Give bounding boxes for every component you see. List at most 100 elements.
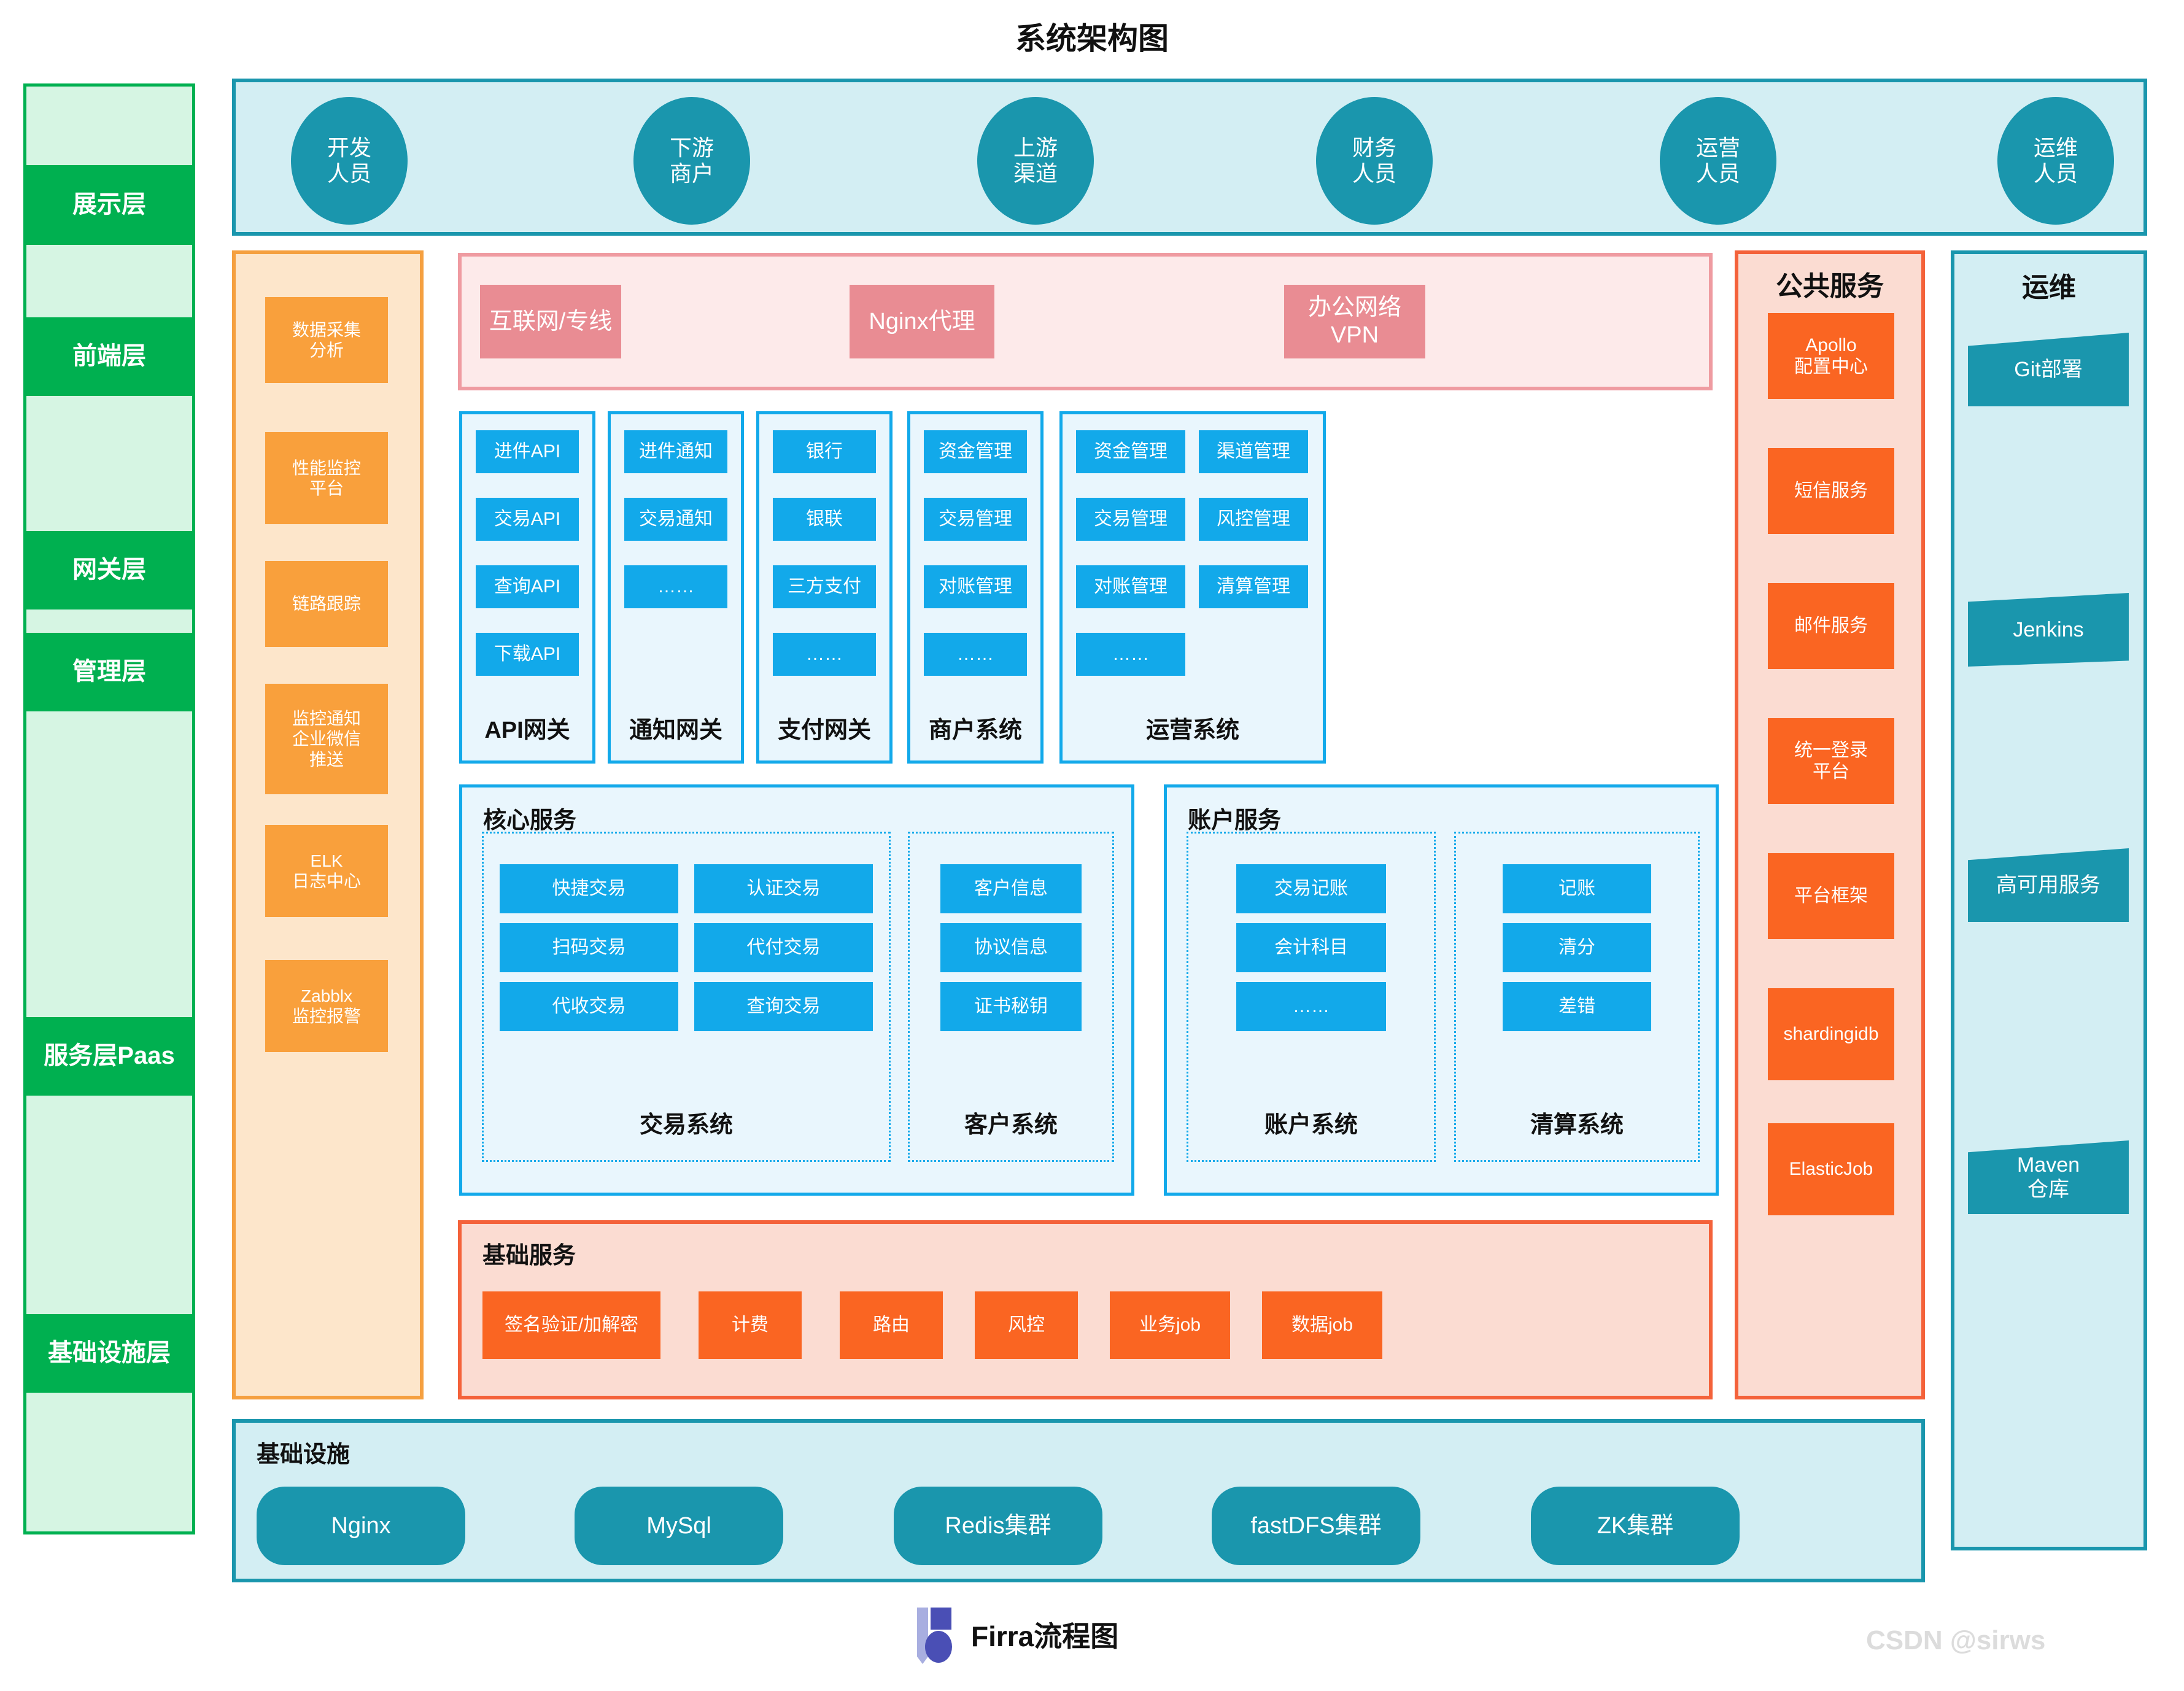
actor-4[interactable]: 财务人员 — [1316, 97, 1433, 225]
service-item[interactable]: 客户信息 — [940, 864, 1082, 913]
gateway-name: API网关 — [484, 718, 570, 744]
page-title: 系统架构图 — [1015, 21, 1169, 56]
public-service-box[interactable]: 短信服务 — [1768, 448, 1894, 534]
devops-item[interactable]: Git部署 — [1968, 333, 2129, 406]
gateway-name: 支付网关 — [777, 718, 871, 744]
presentation-layer-band: 开发人员 下游商户 上游渠道 财务人员 运营人员 运维人员 — [232, 79, 2147, 236]
layer-gap-6 — [26, 1096, 192, 1314]
monitoring-box-1[interactable]: 数据采集分析 — [265, 297, 388, 383]
service-item[interactable]: 扫码交易 — [500, 923, 678, 972]
service-group-清算系统: 记账清分差错清算系统 — [1454, 832, 1700, 1162]
gateway-item[interactable]: 银联 — [773, 498, 876, 541]
service-item[interactable]: 交易记账 — [1236, 864, 1386, 913]
gateway-item[interactable]: 银行 — [773, 430, 876, 473]
public-service-box[interactable]: 统一登录平台 — [1768, 718, 1894, 804]
gateway-name: 通知网关 — [629, 718, 722, 744]
gateway-item[interactable]: 进件API — [476, 430, 579, 473]
service-item[interactable]: 代收交易 — [500, 982, 678, 1031]
service-group-name: 交易系统 — [639, 1112, 733, 1139]
basic-service-item[interactable]: 风控 — [975, 1291, 1078, 1359]
monitoring-box-2[interactable]: 性能监控平台 — [265, 432, 388, 524]
service-group-name: 清算系统 — [1530, 1112, 1624, 1139]
service-item[interactable]: 查询交易 — [694, 982, 873, 1031]
service-group-账户系统: 交易记账会计科目 …… 账户系统 — [1187, 832, 1436, 1162]
actor-1[interactable]: 开发人员 — [291, 97, 408, 225]
actor-6[interactable]: 运维人员 — [1997, 97, 2114, 225]
basic-service-item[interactable]: 计费 — [699, 1291, 802, 1359]
monitoring-box-3[interactable]: 链路跟踪 — [265, 561, 388, 647]
public-service-box[interactable]: ElasticJob — [1768, 1123, 1894, 1215]
basic-services-title: 基础服务 — [482, 1243, 576, 1269]
basic-services-panel: 基础服务 签名验证/加解密计费路由风控业务job 数据job — [458, 1220, 1713, 1399]
infrastructure-pill[interactable]: fastDFS集群 — [1212, 1487, 1420, 1565]
gateway-item[interactable]: 风控管理 — [1199, 498, 1308, 541]
layer-band-6: 基础设施层 — [26, 1314, 192, 1393]
service-item[interactable]: 快捷交易 — [500, 864, 678, 913]
gateway-item[interactable]: 对账管理 — [1076, 565, 1185, 608]
gateway-item[interactable]: 下载API — [476, 633, 579, 676]
service-item[interactable]: 会计科目 — [1236, 923, 1386, 972]
public-services-title: 公共服务 — [1776, 271, 1884, 301]
layer-band-2: 前端层 — [26, 317, 192, 396]
actor-3[interactable]: 上游渠道 — [977, 97, 1094, 225]
account-services-card-title: 账户服务 — [1188, 808, 1282, 834]
service-item[interactable]: 代付交易 — [694, 923, 873, 972]
service-item[interactable]: 协议信息 — [940, 923, 1082, 972]
service-item[interactable]: 认证交易 — [694, 864, 873, 913]
devops-title: 运维 — [2022, 273, 2076, 303]
gateway-item[interactable]: …… — [624, 565, 727, 608]
gateway-item[interactable]: 交易API — [476, 498, 579, 541]
public-service-box[interactable]: shardingidb — [1768, 988, 1894, 1080]
infrastructure-pill[interactable]: Nginx — [257, 1487, 465, 1565]
service-item[interactable]: 记账 — [1503, 864, 1651, 913]
gateway-item[interactable]: 进件通知 — [624, 430, 727, 473]
basic-service-item[interactable]: 路由 — [840, 1291, 943, 1359]
basic-service-item[interactable]: 数据job — [1262, 1291, 1382, 1359]
network-box-1[interactable]: 互联网/专线 — [480, 285, 621, 358]
public-service-box[interactable]: 邮件服务 — [1768, 583, 1894, 669]
service-item[interactable]: …… — [1236, 982, 1386, 1031]
brand-logo: Firra流程图 — [915, 1601, 1209, 1668]
gateway-item[interactable]: 渠道管理 — [1199, 430, 1308, 473]
gateway-card-通知网关: 进件通知交易通知 …… 通知网关 — [608, 411, 744, 764]
actor-5[interactable]: 运营人员 — [1660, 97, 1776, 225]
service-item[interactable]: 证书秘钥 — [940, 982, 1082, 1031]
gateway-item[interactable]: 交易通知 — [624, 498, 727, 541]
service-item[interactable]: 差错 — [1503, 982, 1651, 1031]
gateway-item[interactable]: 资金管理 — [924, 430, 1027, 473]
gateway-item[interactable]: …… — [924, 633, 1027, 676]
gateway-item[interactable]: 清算管理 — [1199, 565, 1308, 608]
devops-item[interactable]: Jenkins — [1968, 593, 2129, 667]
infrastructure-pill[interactable]: ZK集群 — [1531, 1487, 1740, 1565]
infrastructure-pill[interactable]: Redis集群 — [894, 1487, 1102, 1565]
gateway-item[interactable]: 三方支付 — [773, 565, 876, 608]
gateway-item[interactable]: …… — [1076, 633, 1185, 676]
service-item[interactable]: 清分 — [1503, 923, 1651, 972]
public-service-box[interactable]: 平台框架 — [1768, 853, 1894, 939]
gateway-item[interactable]: 对账管理 — [924, 565, 1027, 608]
infrastructure-pill[interactable]: MySql — [575, 1487, 783, 1565]
service-group-name: 账户系统 — [1264, 1112, 1358, 1139]
monitoring-box-4[interactable]: 监控通知企业微信推送 — [265, 684, 388, 794]
basic-service-item[interactable]: 业务job — [1110, 1291, 1230, 1359]
gateway-item[interactable]: 交易管理 — [1076, 498, 1185, 541]
gateway-item[interactable]: 交易管理 — [924, 498, 1027, 541]
network-box-2[interactable]: Nginx代理 — [850, 285, 994, 358]
layer-gap-1 — [26, 87, 192, 165]
devops-item[interactable]: 高可用服务 — [1968, 848, 2129, 922]
actor-2[interactable]: 下游商户 — [633, 97, 750, 225]
network-box-3[interactable]: 办公网络VPN — [1284, 285, 1425, 358]
gateway-item[interactable]: …… — [773, 633, 876, 676]
network-access-band: 互联网/专线 Nginx代理 办公网络VPN — [458, 253, 1713, 390]
gateway-item[interactable]: 资金管理 — [1076, 430, 1185, 473]
firra-logo-icon — [917, 1608, 952, 1664]
gateway-item[interactable]: 查询API — [476, 565, 579, 608]
basic-service-item[interactable]: 签名验证/加解密 — [482, 1291, 660, 1359]
